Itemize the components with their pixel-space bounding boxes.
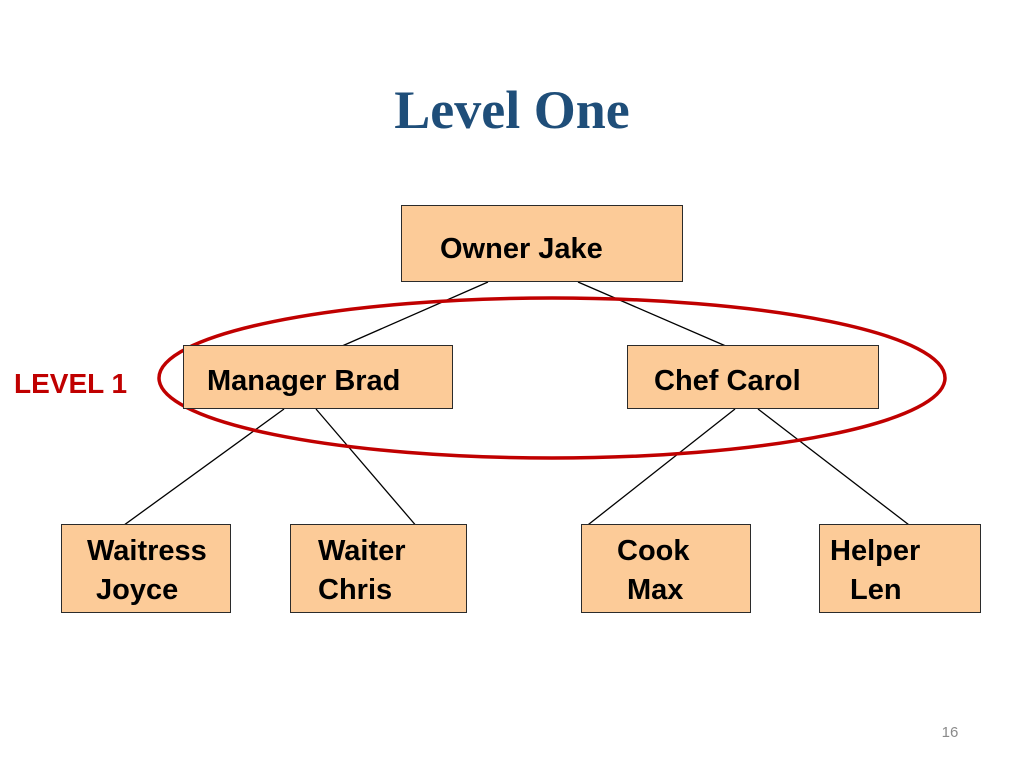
org-box-chef: Chef Carol <box>627 345 879 409</box>
connector-chef-cook <box>583 408 736 529</box>
chef-name: Chef Carol <box>654 365 801 397</box>
org-box-waitress: Waitress Joyce <box>61 524 231 613</box>
cook-name: Max <box>627 574 684 606</box>
helper-role: Helper <box>830 535 921 567</box>
waitress-role: Waitress <box>87 535 207 567</box>
page-number: 16 <box>941 724 959 741</box>
owner-name: Owner Jake <box>440 233 603 265</box>
level-1-label: LEVEL 1 <box>14 368 128 399</box>
org-box-waiter: Waiter Chris <box>290 524 467 613</box>
org-box-owner: Owner Jake <box>401 205 683 282</box>
slide-title: Level One <box>394 80 630 140</box>
waiter-name: Chris <box>318 574 393 606</box>
manager-name: Manager Brad <box>207 365 401 397</box>
connector-owner-manager <box>332 281 489 351</box>
waitress-name: Joyce <box>96 574 179 606</box>
connector-owner-chef <box>577 281 736 351</box>
waiter-role: Waiter <box>318 535 406 567</box>
helper-name: Len <box>850 574 902 606</box>
connector-chef-helper <box>757 408 914 529</box>
connector-manager-waitress <box>119 408 285 529</box>
org-box-manager: Manager Brad <box>183 345 453 409</box>
cook-role: Cook <box>617 535 690 567</box>
connector-manager-waiter <box>315 408 419 529</box>
level-1-highlight-ellipse <box>157 296 947 460</box>
org-box-cook: Cook Max <box>581 524 751 613</box>
org-box-helper: Helper Len <box>819 524 981 613</box>
